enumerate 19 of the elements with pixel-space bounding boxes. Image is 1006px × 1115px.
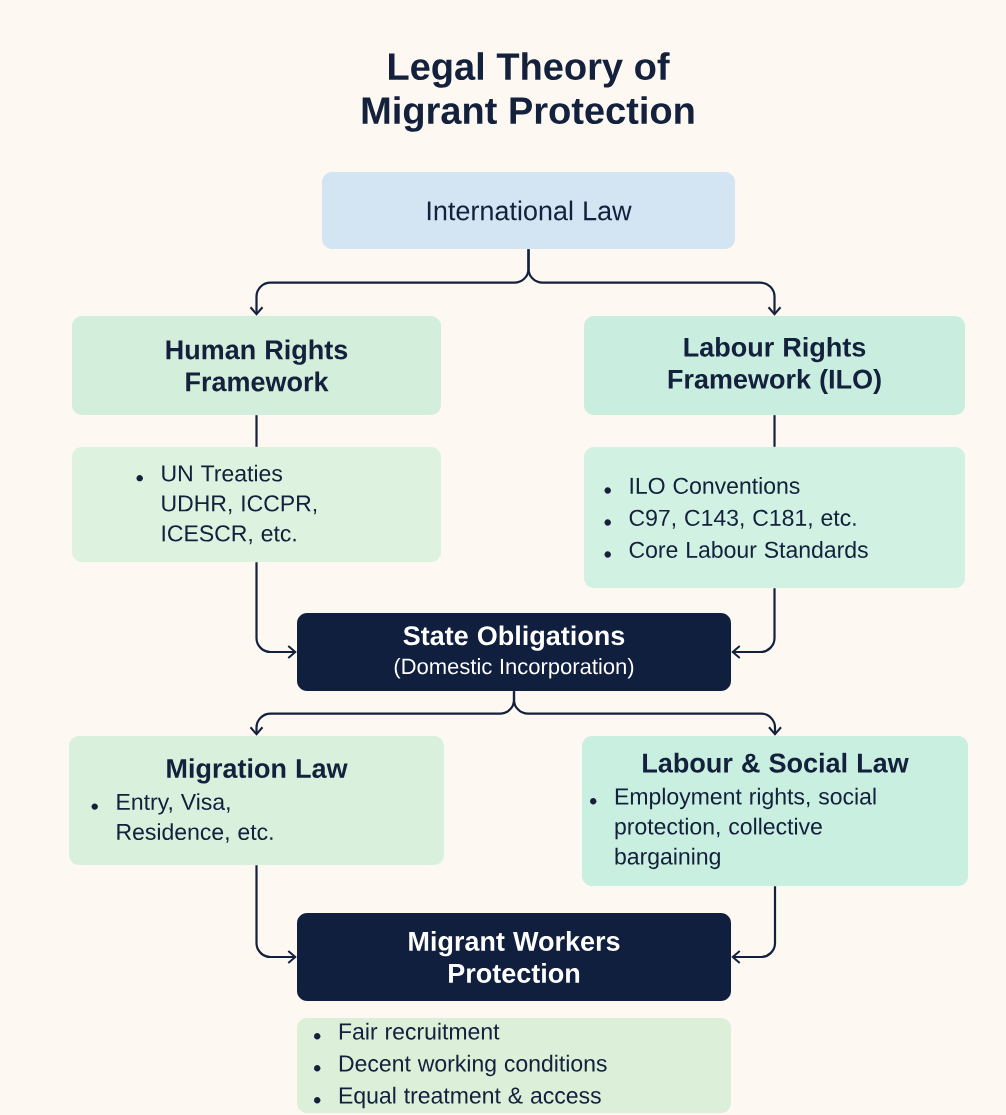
list-box: UN Treaties UDHR, ICCPR, ICESCR, etc.: [72, 447, 441, 562]
list-box: ILO Conventions C97, C143, C181, etc. Core Labour Standards: [584, 447, 965, 588]
arrow: [731, 886, 777, 964]
law-box: Labour & Social Law Employment rights, social protection, collective bargaining: [582, 736, 968, 886]
arrow: [255, 865, 297, 964]
obligation-box: State Obligations (Domestic Incorporation): [297, 613, 731, 691]
connector-line: [773, 415, 776, 447]
title: Legal Theory of Migrant Protection: [362, 52, 694, 132]
list-box: Fair recruitment Decent working conditions Equal treatment & access: [297, 1018, 731, 1113]
outcome-box: Migrant Workers Protection: [297, 913, 731, 1001]
law-box: Migration Law Entry, Visa, Residence, etc.: [69, 736, 444, 865]
arrow: [527, 249, 782, 316]
arrow: [512, 691, 782, 736]
connector-line: [255, 415, 258, 447]
framework-box: Human Rights Framework: [72, 316, 441, 415]
arrow: [731, 588, 776, 659]
category-box: International Law: [322, 172, 735, 249]
arrow: [255, 562, 297, 659]
framework-box: Labour Rights Framework (ILO): [584, 316, 965, 415]
